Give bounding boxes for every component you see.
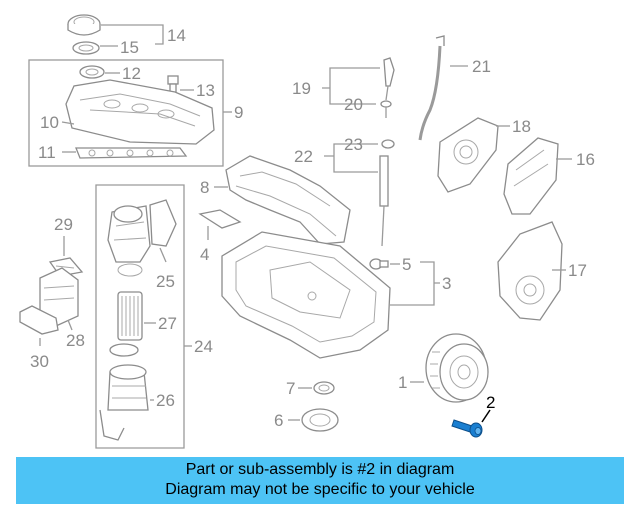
timing-cover-16 bbox=[503, 137, 559, 215]
leader-22 bbox=[324, 143, 378, 173]
callout-7[interactable]: 7 bbox=[286, 379, 295, 398]
oil-pan-baffle-8 bbox=[225, 155, 351, 245]
info-banner: Part or sub-assembly is #2 in diagram Di… bbox=[16, 457, 624, 504]
banner-line-2: Diagram may not be specific to your vehi… bbox=[165, 481, 475, 498]
leader-14 bbox=[101, 24, 164, 45]
oil-filter-element-27 bbox=[117, 291, 143, 341]
callout-12[interactable]: 12 bbox=[122, 64, 141, 83]
dipstick-19 bbox=[383, 57, 395, 101]
callout-27[interactable]: 27 bbox=[158, 314, 177, 333]
banner-line-1: Part or sub-assembly is #2 in diagram bbox=[185, 461, 455, 478]
callout-24[interactable]: 24 bbox=[194, 337, 213, 356]
oil-cap-seal-12 bbox=[79, 65, 105, 79]
callout-21[interactable]: 21 bbox=[472, 57, 491, 76]
callout-19[interactable]: 19 bbox=[292, 79, 311, 98]
cover-gasket-11 bbox=[75, 147, 188, 159]
seal-23 bbox=[381, 139, 395, 149]
callout-16[interactable]: 16 bbox=[576, 150, 595, 169]
callout-1[interactable]: 1 bbox=[398, 373, 407, 392]
callout-30[interactable]: 30 bbox=[30, 352, 49, 371]
leader-10 bbox=[61, 121, 75, 125]
callout-2[interactable]: 2 bbox=[486, 393, 495, 412]
leader-19 bbox=[322, 67, 380, 105]
callout-18[interactable]: 18 bbox=[512, 117, 531, 136]
filler-cap-seal bbox=[72, 41, 100, 55]
callout-29[interactable]: 29 bbox=[54, 215, 73, 234]
callout-28[interactable]: 28 bbox=[66, 331, 85, 350]
callout-25[interactable]: 25 bbox=[156, 272, 175, 291]
callout-15[interactable]: 15 bbox=[120, 38, 139, 57]
leader-28 bbox=[67, 319, 73, 331]
callout-11[interactable]: 11 bbox=[38, 143, 56, 162]
callout-26[interactable]: 26 bbox=[156, 391, 175, 410]
callout-8[interactable]: 8 bbox=[200, 178, 209, 197]
drain-plug-5 bbox=[369, 258, 389, 270]
callout-10[interactable]: 10 bbox=[40, 113, 59, 132]
gasket-4 bbox=[198, 209, 242, 229]
callout-23[interactable]: 23 bbox=[344, 135, 363, 154]
callout-6[interactable]: 6 bbox=[274, 411, 283, 430]
pulley-bolt-2[interactable] bbox=[451, 419, 483, 438]
seal-7 bbox=[313, 381, 335, 395]
filter-seal-ring bbox=[109, 343, 139, 357]
leader-3 bbox=[390, 261, 440, 306]
valve-cover-group-box bbox=[28, 59, 224, 167]
dipstick-tube-21 bbox=[418, 35, 445, 141]
callout-9[interactable]: 9 bbox=[234, 103, 243, 122]
mount-bracket-30 bbox=[19, 305, 59, 335]
callout-14[interactable]: 14 bbox=[167, 26, 186, 45]
callout-4[interactable]: 4 bbox=[200, 245, 209, 264]
dipstick-seal-20 bbox=[380, 100, 392, 118]
filter-cap-26 bbox=[99, 364, 149, 441]
oil-filter-housing bbox=[107, 199, 177, 277]
callout-5[interactable]: 5 bbox=[402, 255, 411, 274]
seal-6 bbox=[301, 408, 339, 432]
callout-20[interactable]: 20 bbox=[344, 95, 363, 114]
callout-13[interactable]: 13 bbox=[196, 81, 215, 100]
timing-cover-17 bbox=[497, 221, 563, 321]
callout-3[interactable]: 3 bbox=[442, 274, 451, 293]
oil-filter-group-bracket bbox=[95, 184, 185, 449]
valve-cover-10 bbox=[65, 79, 215, 145]
leader-2 bbox=[481, 409, 491, 423]
guide-tube-22 bbox=[379, 155, 389, 247]
oil-filler-cap bbox=[67, 14, 101, 36]
crank-pulley-1 bbox=[425, 333, 489, 403]
timing-cover-18 bbox=[437, 117, 499, 193]
leader-25 bbox=[159, 247, 167, 263]
callout-22[interactable]: 22 bbox=[294, 147, 313, 166]
callout-17[interactable]: 17 bbox=[568, 261, 587, 280]
oil-pan-3 bbox=[221, 231, 391, 359]
